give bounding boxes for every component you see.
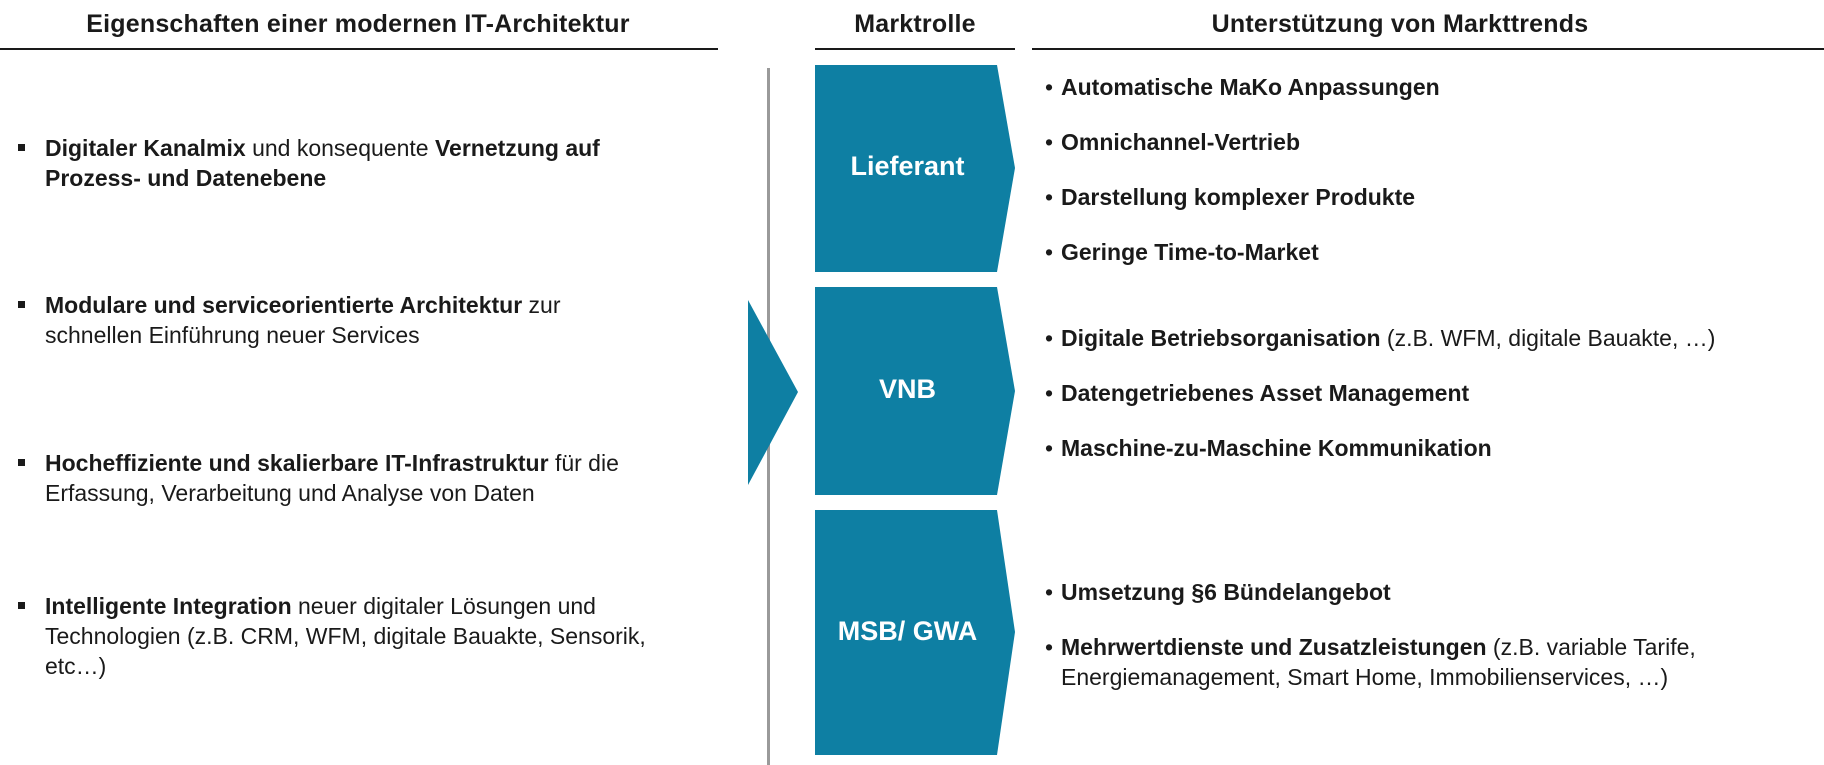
header-left-rule — [0, 48, 718, 50]
chevron-shape — [815, 510, 1015, 755]
list-item-text: Modulare und serviceorientierte Architek… — [45, 292, 561, 348]
flow-arrow-shape — [748, 300, 798, 485]
chevron-shape — [815, 287, 1015, 495]
role-chevron-lieferant: Lieferant — [815, 65, 1015, 272]
list-item-text: Digitaler Kanalmix und konsequente Verne… — [45, 135, 600, 191]
header-middle-rule — [815, 48, 1015, 50]
header-left: Eigenschaften einer modernen IT-Architek… — [86, 10, 630, 38]
list-item-text: Hocheffiziente und skalierbare IT-Infras… — [45, 450, 619, 506]
chevron-shape — [815, 65, 1015, 272]
bullet-square — [18, 602, 25, 609]
header-middle: Marktrolle — [854, 10, 976, 38]
role-label: Lieferant — [850, 151, 965, 181]
bullet-square — [18, 459, 25, 466]
bullet-square — [18, 301, 25, 308]
role-chevron-vnb: VNB — [815, 287, 1015, 495]
list-item-text: Intelligente Integration neuer digitaler… — [45, 593, 646, 679]
bullet-square — [18, 144, 25, 151]
header-right-rule — [1032, 48, 1824, 50]
role-label: VNB — [878, 374, 936, 404]
role-chevron-msb-gwa: MSB/ GWA — [815, 510, 1015, 755]
role-label: MSB/ GWA — [837, 616, 978, 646]
header-right: Unterstützung von Markttrends — [1211, 10, 1589, 38]
